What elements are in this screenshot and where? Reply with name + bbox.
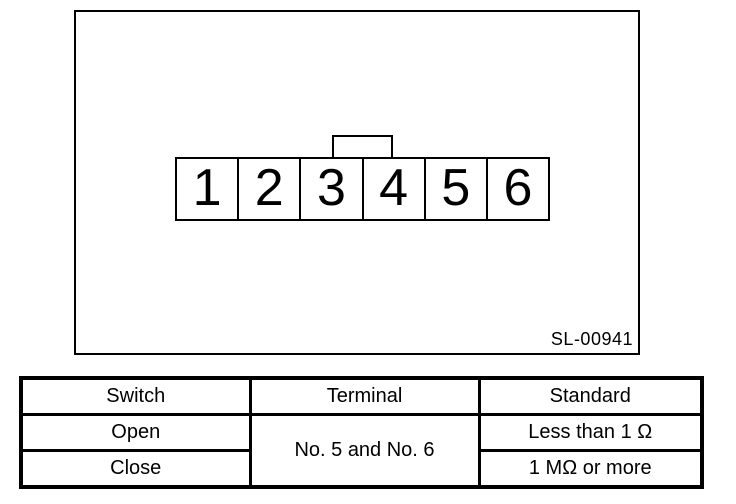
terminal-cell-4: 4: [361, 159, 424, 219]
connector-keyway: [332, 135, 393, 161]
connector-pin-row: 1 2 3 4 5 6: [175, 157, 550, 221]
table-row-close: Close 1 MΩ or more: [19, 449, 704, 489]
terminal-cell-3: 3: [299, 159, 361, 219]
terminal-cell-1: 1: [192, 158, 222, 217]
cell-standard-close: 1 MΩ or more: [477, 449, 704, 489]
figure-code-label: SL-00941: [550, 329, 633, 349]
continuity-spec-table: Switch Terminal Standard Open No. 5 and …: [19, 376, 704, 489]
cell-switch-close: Close: [19, 449, 252, 489]
cell-terminal-merged: No. 5 and No. 6: [248, 413, 481, 489]
table-row-open: Open No. 5 and No. 6 Less than 1 Ω: [19, 413, 704, 489]
table-header-row: Switch Terminal Standard: [19, 376, 704, 416]
header-terminal: Terminal: [248, 376, 481, 416]
terminal-cell-2: 2: [237, 159, 299, 219]
header-standard: Standard: [477, 376, 704, 416]
figure-panel: 1 2 3 4 5 6 SL-00941: [74, 10, 640, 355]
terminal-cell-5: 5: [423, 159, 486, 219]
cell-switch-open: Open: [19, 413, 252, 452]
header-switch: Switch: [19, 376, 252, 416]
cell-standard-open: Less than 1 Ω: [477, 413, 704, 452]
terminal-cell-6: 6: [485, 159, 548, 219]
